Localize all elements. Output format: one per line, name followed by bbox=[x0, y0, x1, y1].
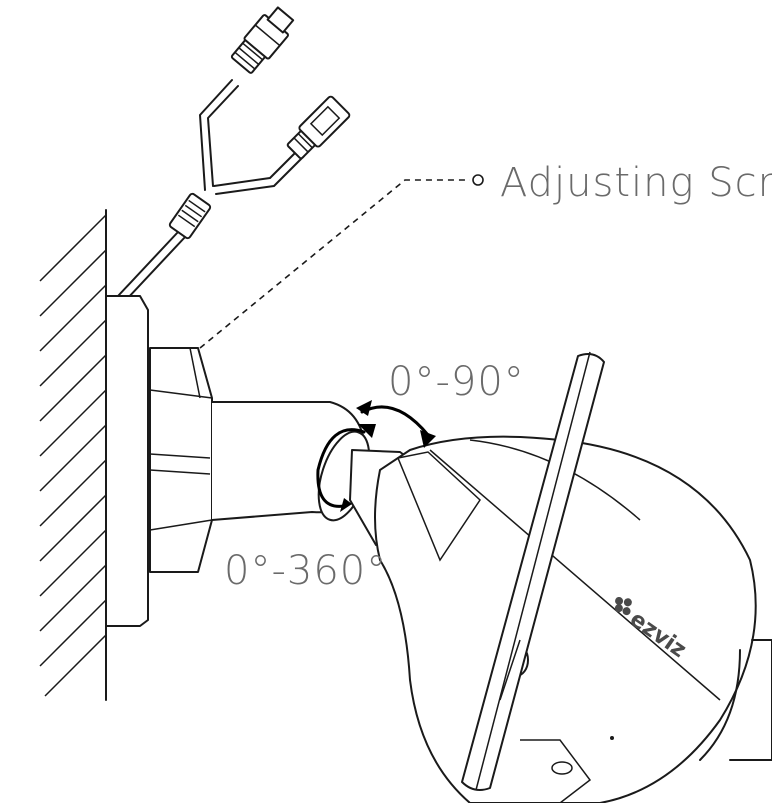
power-connector bbox=[286, 95, 351, 160]
rotation-arrowhead-top-icon bbox=[358, 424, 376, 438]
cable-assembly bbox=[117, 6, 351, 301]
antenna bbox=[461, 351, 605, 791]
ezviz-logo-icon bbox=[614, 596, 632, 616]
tilt-arrow bbox=[356, 400, 436, 448]
camera-body bbox=[374, 435, 772, 803]
mount-base bbox=[105, 295, 213, 627]
network-connector bbox=[230, 6, 295, 74]
tilt-arrowhead-left-icon bbox=[356, 400, 372, 416]
leader-end-icon bbox=[472, 174, 484, 186]
adjusting-screw-leader bbox=[199, 174, 484, 349]
rotation-arrow bbox=[316, 424, 376, 512]
adjusting-screw-label: Adjusting Screw bbox=[500, 160, 772, 206]
tilt-arrowhead-right-icon bbox=[420, 430, 436, 448]
rotation-arrowhead-bottom-icon bbox=[340, 498, 352, 512]
wall bbox=[39, 209, 107, 701]
tilt-range-label: 0°-90° bbox=[388, 359, 525, 405]
indicator-led-icon bbox=[610, 736, 614, 740]
rotation-range-label: 0°-360° bbox=[224, 548, 387, 594]
